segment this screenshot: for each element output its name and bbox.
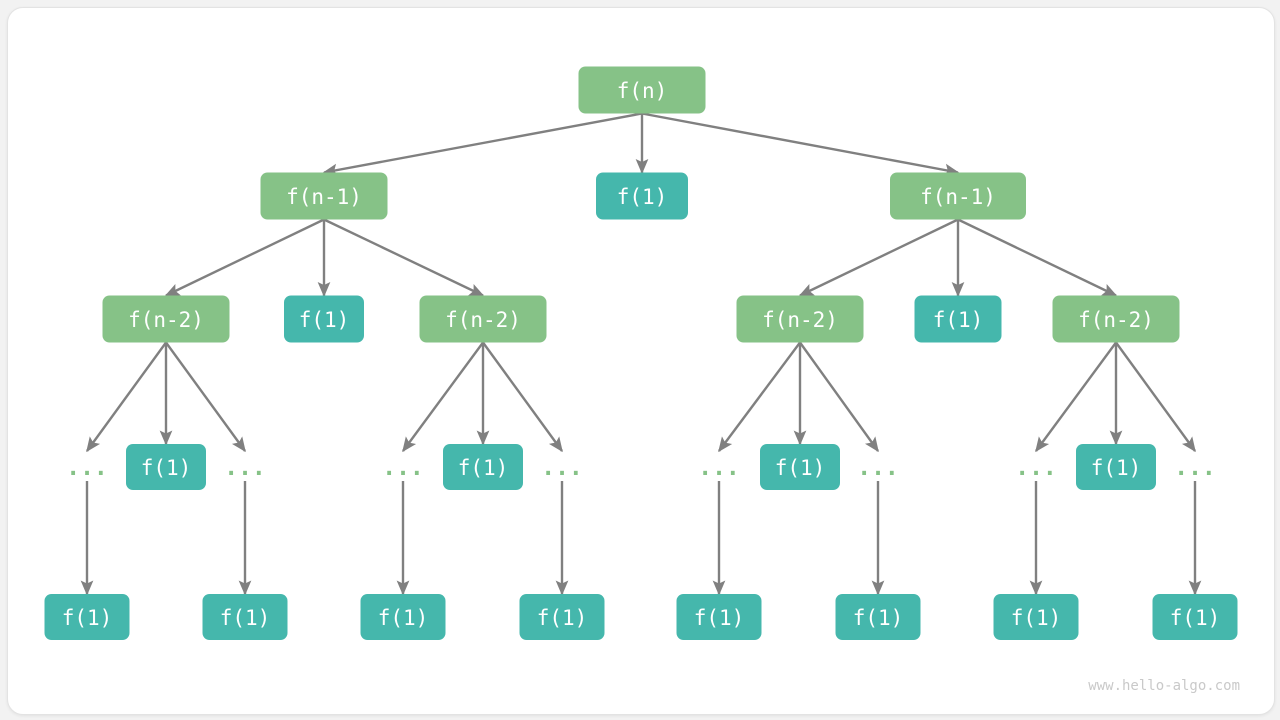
tree-edge: [482, 341, 563, 453]
ellipsis-node: ...: [698, 455, 740, 481]
node-label: f(1): [220, 606, 271, 630]
node-label: f(1): [458, 456, 509, 480]
node-label: f(1): [1091, 456, 1142, 480]
tree-edge: [165, 341, 246, 453]
edges-layer: [80, 112, 1202, 596]
tree-edge: [1035, 341, 1117, 453]
ellipsis-node: ...: [857, 455, 899, 481]
base-case-node[interactable]: f(1): [993, 594, 1079, 640]
tree-edge: [799, 341, 879, 453]
node-label: f(1): [1170, 606, 1221, 630]
base-case-node[interactable]: f(1): [835, 594, 921, 640]
tree-edge: [718, 341, 801, 453]
node-box: [1052, 295, 1180, 343]
node-label: f(n-2): [128, 308, 204, 332]
watermark-label: www.hello-algo.com: [1088, 678, 1240, 694]
base-case-node[interactable]: f(1): [914, 295, 1002, 343]
recursive-call-node[interactable]: f(n-1): [890, 172, 1026, 220]
node-label: f(1): [853, 606, 904, 630]
tree-edge: [1115, 341, 1196, 453]
tree-edge: [323, 218, 485, 297]
node-label: f(1): [537, 606, 588, 630]
recursive-call-node[interactable]: f(n): [578, 66, 706, 114]
base-case-node[interactable]: f(1): [676, 594, 762, 640]
node-label: f(n-1): [286, 185, 362, 209]
base-case-node[interactable]: f(1): [202, 594, 288, 640]
node-box: [676, 594, 762, 640]
node-label: f(1): [62, 606, 113, 630]
tree-edge: [957, 218, 1118, 297]
tree-edge: [641, 112, 960, 177]
node-label: f(n-2): [445, 308, 521, 332]
tree-edge: [322, 112, 643, 177]
recursive-call-node[interactable]: f(n-2): [102, 295, 230, 343]
node-box: [760, 444, 840, 490]
node-label: f(n-1): [920, 185, 996, 209]
ellipsis-node: ...: [224, 455, 266, 481]
base-case-node[interactable]: f(1): [519, 594, 605, 640]
node-label: f(1): [141, 456, 192, 480]
node-box: [890, 172, 1026, 220]
base-case-node[interactable]: f(1): [760, 444, 840, 490]
node-label: f(1): [378, 606, 429, 630]
tree-edge: [402, 341, 484, 453]
recursion-tree-svg: f(n) f(n-1) f(1) f(n-1) f(n-2) f(1) f(n-2) f(n-…: [44, 66, 1240, 694]
node-label: f(1): [617, 185, 668, 209]
base-case-node[interactable]: f(1): [44, 594, 130, 640]
node-box: [419, 295, 547, 343]
node-label: f(1): [694, 606, 745, 630]
node-box: [1076, 444, 1156, 490]
node-box: [360, 594, 446, 640]
node-box: [736, 295, 864, 343]
recursive-call-node[interactable]: f(n-2): [419, 295, 547, 343]
base-case-node[interactable]: f(1): [1076, 444, 1156, 490]
base-case-node[interactable]: f(1): [284, 295, 364, 343]
ellipsis-node: ...: [66, 455, 108, 481]
base-case-node[interactable]: f(1): [126, 444, 206, 490]
node-label: f(1): [933, 308, 984, 332]
tree-edge: [86, 341, 167, 453]
node-box: [993, 594, 1079, 640]
node-box: [284, 295, 364, 343]
node-box: [519, 594, 605, 640]
ellipsis-node: ...: [1015, 455, 1057, 481]
node-label: f(1): [299, 308, 350, 332]
base-case-node[interactable]: f(1): [360, 594, 446, 640]
recursive-call-node[interactable]: f(n-2): [736, 295, 864, 343]
node-box: [202, 594, 288, 640]
node-box: [102, 295, 230, 343]
recursive-call-node[interactable]: f(n-1): [260, 172, 388, 220]
node-box: [44, 594, 130, 640]
node-box: [1152, 594, 1238, 640]
node-label: f(n-2): [762, 308, 838, 332]
nodes-layer: f(n) f(n-1) f(1) f(n-1) f(n-2) f(1) f(n-2) f(n-…: [44, 66, 1238, 640]
base-case-node[interactable]: f(1): [443, 444, 523, 490]
node-box: [578, 66, 706, 114]
base-case-node[interactable]: f(1): [596, 172, 688, 220]
node-box: [260, 172, 388, 220]
node-box: [835, 594, 921, 640]
base-case-node[interactable]: f(1): [1152, 594, 1238, 640]
node-label: f(n-2): [1078, 308, 1154, 332]
node-box: [596, 172, 688, 220]
node-label: f(1): [1011, 606, 1062, 630]
tree-edge: [798, 218, 959, 297]
node-label: f(1): [775, 456, 826, 480]
node-label: f(n): [617, 79, 668, 103]
ellipsis-node: ...: [382, 455, 424, 481]
diagram-canvas: f(n) f(n-1) f(1) f(n-1) f(n-2) f(1) f(n-2) f(n-…: [7, 7, 1275, 715]
node-box: [443, 444, 523, 490]
ellipsis-node: ...: [1174, 455, 1216, 481]
node-box: [126, 444, 206, 490]
node-box: [914, 295, 1002, 343]
tree-edge: [164, 218, 325, 297]
ellipsis-node: ...: [541, 455, 583, 481]
recursive-call-node[interactable]: f(n-2): [1052, 295, 1180, 343]
